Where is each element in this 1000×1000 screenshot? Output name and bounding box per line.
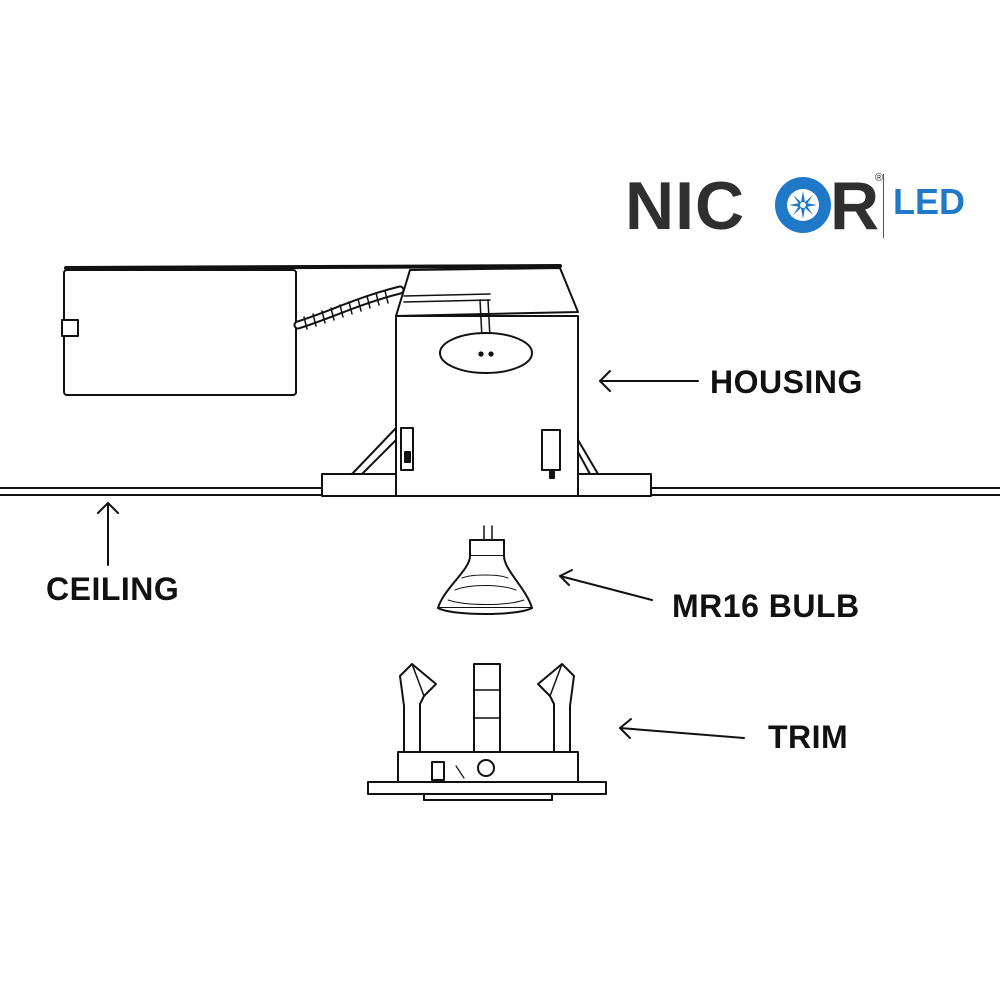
starburst-icon [775,177,831,233]
flex-conduit [293,285,405,330]
ceiling-arrow [97,502,119,566]
logo-divider [883,174,884,238]
trim-arrow [619,718,745,739]
logo-text-nic: NIC [625,168,746,244]
ceiling-label: CEILING [46,571,180,607]
registered-mark: ® [875,172,884,184]
logo-text-r: R [830,168,881,244]
bulb-arrow [559,569,653,601]
housing-label: HOUSING [710,364,863,400]
trim [367,663,607,801]
bulb-label: MR16 BULB [672,588,860,624]
mr16-bulb [437,525,533,615]
nicor-led-logo: NIC R ® LED [625,170,975,242]
housing-arrow [599,370,699,392]
junction-box [61,264,562,396]
housing [321,267,652,497]
trim-label: TRIM [768,719,849,755]
logo-text-led: LED [893,181,965,222]
